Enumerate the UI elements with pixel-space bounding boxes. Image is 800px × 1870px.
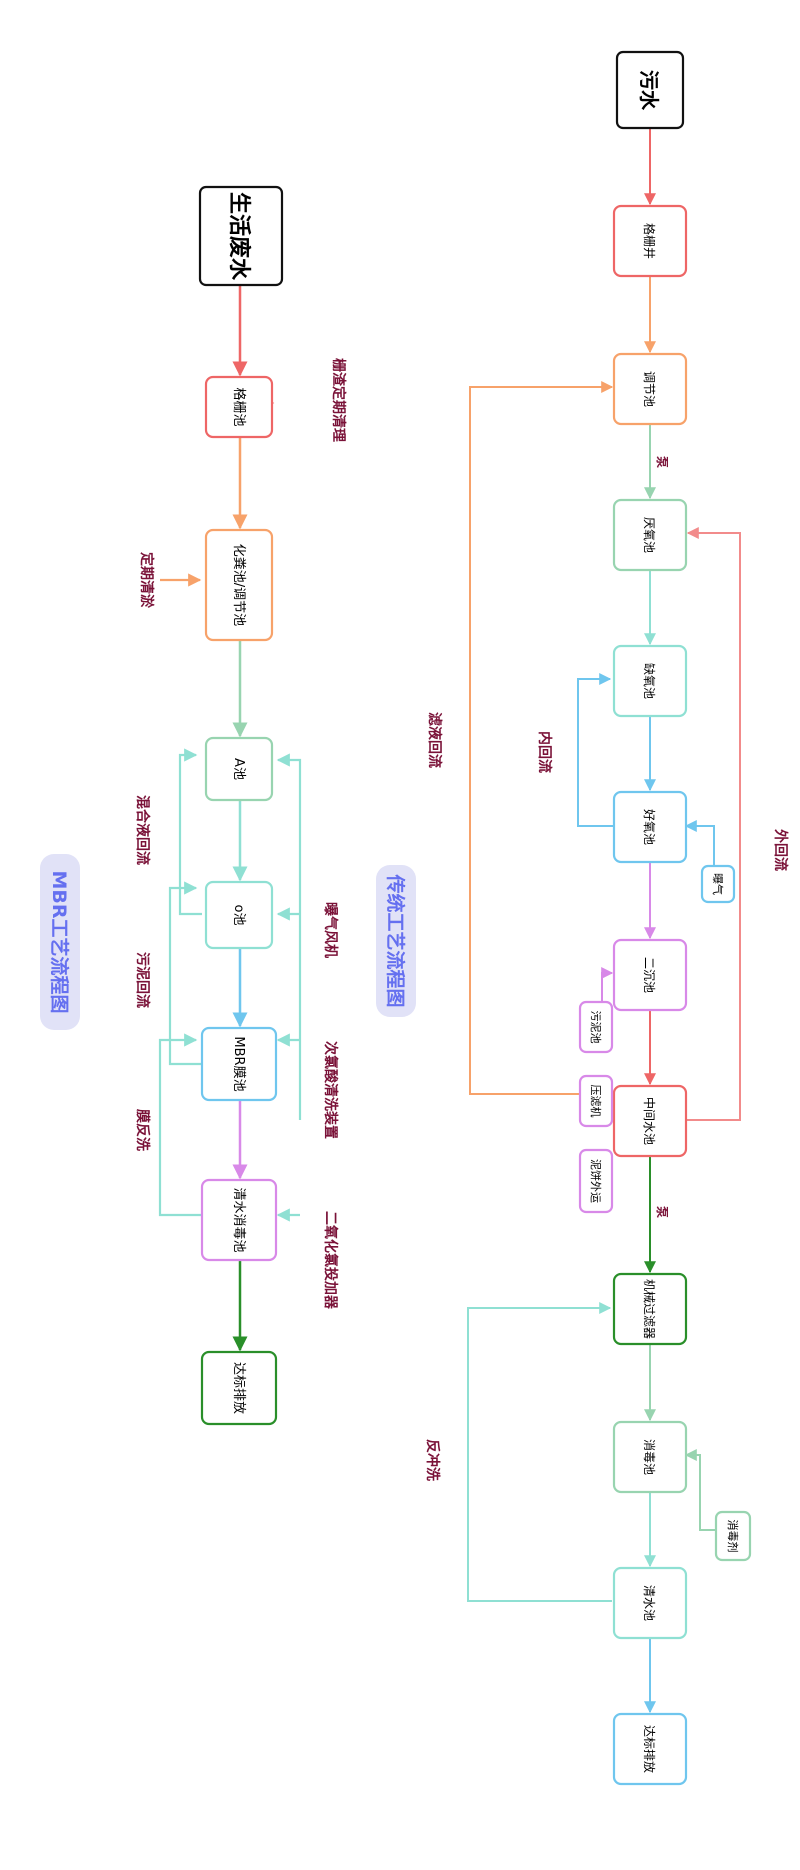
mbr-node-o-label: o池 (231, 905, 246, 926)
mbr-node-a: A池 (204, 736, 274, 802)
node-anoxic-label: 缺氧池 (642, 663, 657, 699)
mbr-node-discharge: 达标排放 (200, 1350, 278, 1426)
mbr-title-text: MBR工艺流程图 (48, 870, 71, 1013)
node-disinfection: 消毒池 (612, 1420, 688, 1494)
traditional-diagram (467, 128, 741, 1714)
label-membrane-backwash: 膜反洗 (134, 1109, 151, 1151)
label-sludge-reflux: 污泥回流 (134, 952, 151, 1008)
node-mech-filter-label: 机械过滤器 (642, 1279, 657, 1339)
label-blower: 曝气风机 (322, 902, 339, 958)
label-mixed-reflux: 混合液回流 (134, 795, 151, 865)
edge-mixed-reflux (178, 748, 202, 916)
node-intermediate-label: 中间水池 (642, 1097, 657, 1145)
traditional-title: 传统工艺流程图 (376, 865, 416, 1017)
mbr-node-disinfect: 清水消毒池 (200, 1178, 278, 1262)
node-filter-press: 压滤机 (578, 1074, 614, 1128)
label-external-reflux: 外回流 (772, 829, 789, 871)
label-pump1: 泵 (655, 456, 669, 468)
mbr-diagram (232, 285, 248, 1352)
node-secondary: 二沉池 (612, 938, 688, 1012)
node-aeration-label: 曝气 (711, 873, 725, 895)
edge-blower-to-a (276, 753, 302, 1120)
mbr-node-disinfect-label: 清水消毒池 (231, 1187, 246, 1252)
node-anaerobic: 厌氧池 (612, 498, 688, 572)
node-disinfectant: 消毒剂 (714, 1510, 752, 1562)
node-filter-press-label: 压滤机 (589, 1085, 603, 1118)
label-filtrate-return: 滤液回流 (426, 712, 443, 768)
node-discharge-label: 达标排放 (642, 1725, 657, 1773)
node-source: 污水 (615, 50, 685, 130)
label-desludge: 定期清淤 (138, 552, 155, 608)
node-clear-water: 清水池 (612, 1566, 688, 1640)
label-hypochlorite: 次氯酸清洗装置 (322, 1041, 339, 1139)
edge-internal-reflux (577, 673, 614, 827)
traditional-nodes: 污水 格栅井 调节池 厌氧池 缺氧池 (578, 50, 752, 1786)
node-grille-well: 格栅井 (612, 204, 688, 278)
mbr-node-a-label: A池 (231, 758, 246, 780)
edge-sludge-secondary (601, 967, 614, 1005)
node-secondary-label: 二沉池 (642, 957, 656, 993)
node-cake-out: 泥饼外运 (578, 1148, 614, 1214)
node-sludge-tank-label: 污泥池 (589, 1011, 602, 1044)
mbr-node-grille: 格栅池 (204, 375, 274, 439)
edge-membrane-backwash (158, 1033, 202, 1217)
edge-aeration (684, 820, 715, 874)
node-anoxic: 缺氧池 (612, 644, 688, 718)
label-internal-reflux: 内回流 (536, 731, 553, 773)
node-disinfectant-label: 消毒剂 (726, 1520, 740, 1553)
traditional-labels: 泵 泵 内回流 外回流 滤液回流 反冲洗 (424, 456, 789, 1481)
node-equalization-label: 调节池 (642, 371, 656, 407)
mbr-title: MBR工艺流程图 (40, 854, 80, 1030)
node-disinfection-label: 消毒池 (642, 1439, 656, 1475)
node-cake-out-label: 泥饼外运 (589, 1159, 603, 1203)
edge-sludge-reflux (168, 881, 202, 1066)
node-mech-filter: 机械过滤器 (612, 1272, 688, 1346)
node-aeration: 曝气 (700, 864, 736, 904)
mbr-node-source: 生活废水 (198, 185, 284, 287)
node-equalization: 调节池 (612, 352, 688, 426)
node-sludge-tank: 污泥池 (578, 1000, 614, 1054)
mbr-node-membrane-label: MBR膜池 (231, 1036, 246, 1091)
node-grille-well-label: 格栅井 (642, 223, 657, 259)
edge-disinfectant (684, 1449, 716, 1531)
label-chlorine-dioxide: 二氧化氯投加器 (322, 1211, 339, 1310)
mbr-node-septic: 化粪池/调节池 (204, 528, 274, 642)
node-intermediate: 中间水池 (612, 1084, 688, 1158)
node-clear-water-label: 清水池 (642, 1585, 656, 1621)
mbr-node-membrane: MBR膜池 (200, 1026, 278, 1102)
mbr-side-edges (158, 396, 302, 1222)
node-source-label: 污水 (637, 70, 661, 111)
traditional-title-text: 传统工艺流程图 (384, 873, 407, 1007)
mbr-labels: 栅渣定期清理 定期清淤 混合液回流 污泥回流 膜反洗 曝气风机 次氯酸清洗装置 … (134, 358, 347, 1310)
node-anaerobic-label: 厌氧池 (642, 517, 656, 553)
edge-filtrate-return (469, 381, 614, 1095)
mbr-node-o: o池 (204, 880, 274, 950)
label-screen-clean: 栅渣定期清理 (330, 358, 347, 442)
node-discharge: 达标排放 (612, 1712, 688, 1786)
node-aerobic-label: 好氧池 (642, 809, 656, 845)
label-backwash: 反冲洗 (424, 1439, 441, 1481)
mbr-node-discharge-label: 达标排放 (231, 1362, 246, 1414)
mbr-nodes: 生活废水 格栅池 化粪池/调节池 A池 o池 (198, 185, 284, 1426)
edge-backwash (467, 1302, 612, 1602)
mbr-node-source-label: 生活废水 (226, 192, 252, 281)
mbr-node-grille-label: 格栅池 (231, 387, 247, 426)
node-aerobic: 好氧池 (612, 790, 688, 864)
label-pump2: 泵 (655, 1206, 669, 1218)
mbr-node-septic-label: 化粪池/调节池 (231, 544, 246, 626)
edge-external-reflux (684, 527, 741, 1121)
